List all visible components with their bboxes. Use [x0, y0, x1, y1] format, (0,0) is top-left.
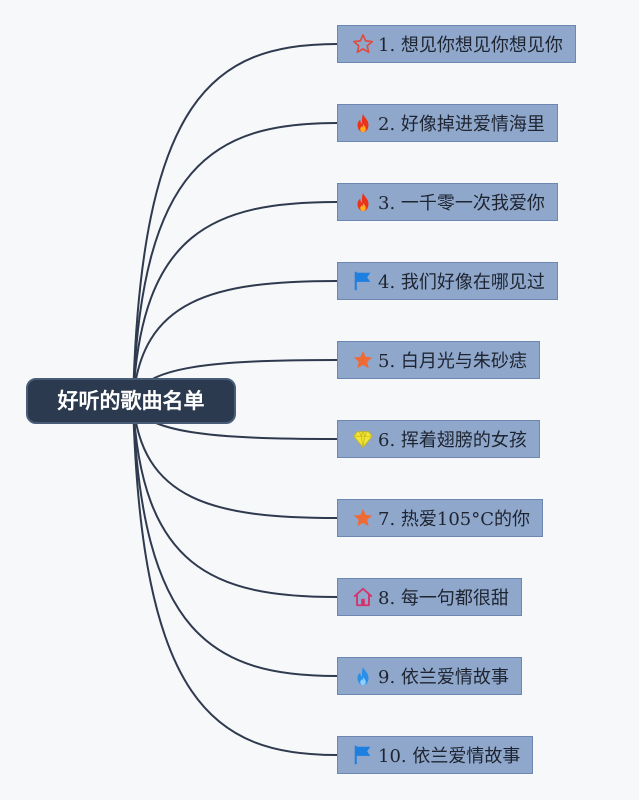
song-node-1[interactable]: 1. 想见你想见你想见你: [337, 25, 576, 63]
connector-line-3: [132, 201, 338, 402]
connector-line-2: [132, 122, 338, 402]
song-label: 3. 一千零一次我爱你: [378, 193, 545, 214]
star-icon: [352, 349, 374, 371]
star-outline-icon: [352, 33, 374, 55]
fire-icon: [352, 112, 374, 134]
fire-icon: [352, 191, 374, 213]
song-node-9[interactable]: 9. 依兰爱情故事: [337, 657, 522, 695]
song-node-3[interactable]: 3. 一千零一次我爱你: [337, 183, 558, 221]
song-node-6[interactable]: 6. 挥着翅膀的女孩: [337, 420, 540, 458]
root-title: 好听的歌曲名单: [57, 389, 205, 413]
connector-line-10: [132, 400, 338, 756]
connector-line-9: [132, 400, 338, 677]
song-node-7[interactable]: 7. 热爱105°C的你: [337, 499, 544, 537]
song-node-2[interactable]: 2. 好像掉进爱情海里: [337, 104, 558, 142]
diamond-icon: [352, 428, 374, 450]
song-label: 5. 白月光与朱砂痣: [378, 351, 527, 372]
water-flame-icon: [352, 665, 374, 687]
connector-line-1: [132, 43, 338, 402]
root-node[interactable]: 好听的歌曲名单: [26, 378, 236, 424]
song-label: 6. 挥着翅膀的女孩: [378, 430, 527, 451]
song-node-10[interactable]: 10. 依兰爱情故事: [337, 736, 534, 774]
house-icon: [352, 586, 374, 608]
flag-icon: [352, 744, 374, 766]
connector-line-7: [132, 400, 338, 519]
connector-line-8: [132, 400, 338, 598]
song-node-5[interactable]: 5. 白月光与朱砂痣: [337, 341, 540, 379]
song-label: 4. 我们好像在哪见过: [378, 272, 545, 293]
song-label: 9. 依兰爱情故事: [378, 667, 509, 688]
song-label: 7. 热爱105°C的你: [378, 509, 531, 530]
connector-line-4: [132, 280, 338, 402]
flag-icon: [352, 270, 374, 292]
song-label: 8. 每一句都很甜: [378, 588, 509, 609]
song-label: 2. 好像掉进爱情海里: [378, 114, 545, 135]
song-node-8[interactable]: 8. 每一句都很甜: [337, 578, 522, 616]
song-node-4[interactable]: 4. 我们好像在哪见过: [337, 262, 558, 300]
song-label: 1. 想见你想见你想见你: [378, 35, 563, 56]
star-icon: [352, 507, 374, 529]
song-label: 10. 依兰爱情故事: [378, 746, 521, 767]
